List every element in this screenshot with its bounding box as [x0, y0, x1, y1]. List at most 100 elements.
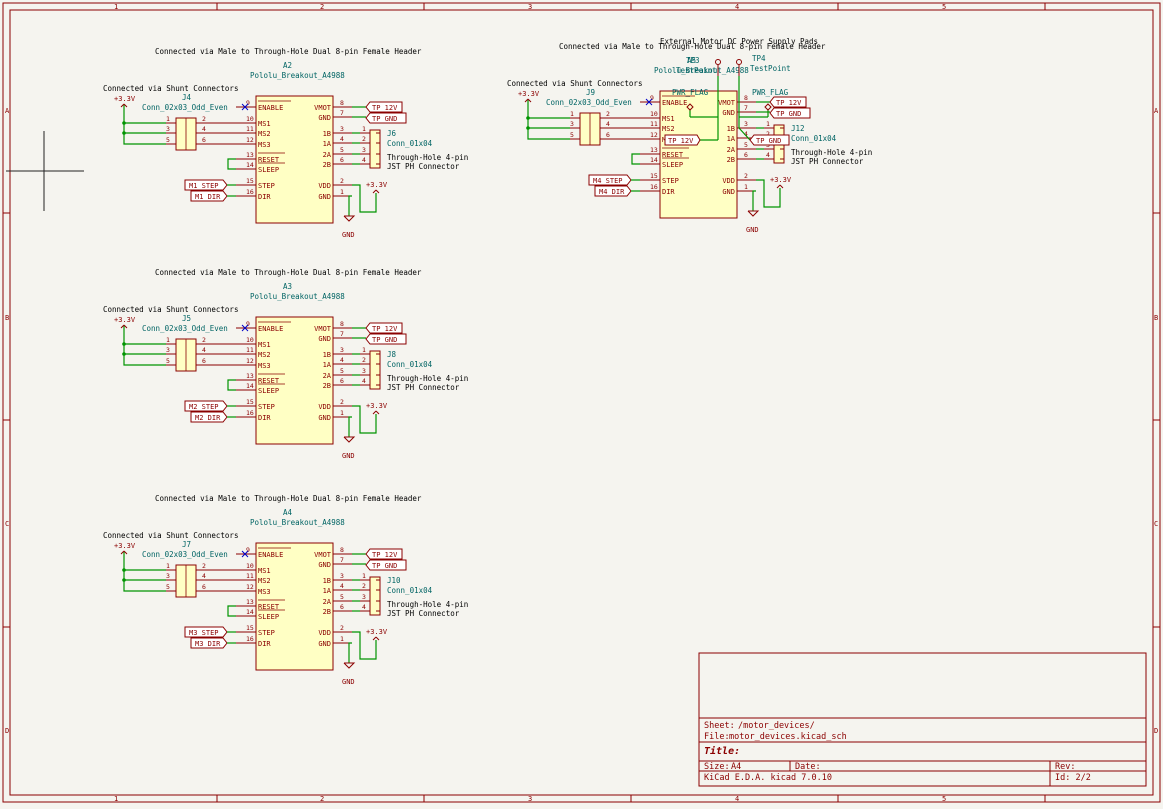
- pin-a2-name: 2A: [323, 598, 332, 606]
- pin-b2-name: 2B: [323, 382, 331, 390]
- vmot-net-label[interactable]: [365, 322, 403, 334]
- shunt-pin-2: 2: [606, 110, 610, 118]
- tp3-net-label[interactable]: [664, 134, 701, 146]
- tp3-net-text: TP_12V: [668, 137, 694, 145]
- driver-a2[interactable]: Connected via Male to Through-Hole Dual …: [103, 47, 468, 239]
- shunt-note: Connected via Shunt Connectors: [507, 79, 642, 88]
- conn-pin-2: 2: [362, 582, 366, 590]
- vmot-net-label[interactable]: [769, 96, 807, 108]
- frame-col-1-bottom: 1: [114, 795, 118, 803]
- pin-ms2-name: MS2: [258, 577, 271, 585]
- motor-connector[interactable]: [369, 576, 381, 616]
- pin-step-name: STEP: [258, 403, 275, 411]
- frame-row-D-right: D: [1154, 727, 1158, 735]
- pin-ms1-name: MS1: [258, 341, 271, 349]
- connector-value: Conn_01x04: [791, 134, 837, 143]
- driver-a5[interactable]: Connected via Male to Through-Hole Dual …: [507, 42, 872, 234]
- dir-net-label[interactable]: [594, 185, 632, 197]
- vmot-net-text: TP_12V: [372, 104, 398, 112]
- driver-body[interactable]: [255, 542, 334, 671]
- step-net-label[interactable]: [184, 400, 228, 412]
- pin-b2-num: 6: [340, 377, 344, 385]
- connector-desc-2: JST PH Connector: [387, 383, 460, 392]
- conn-pin-4: 4: [362, 156, 366, 164]
- conn-pin-4: 4: [362, 377, 366, 385]
- conn-pin-2: 2: [362, 135, 366, 143]
- connector-desc-1: Through-Hole 4-pin: [387, 153, 468, 162]
- tp4-net-text: TP_GND: [756, 137, 781, 145]
- shunt-pin-5: 5: [166, 136, 170, 144]
- pin-enable-num: 9: [246, 320, 250, 328]
- gnd-net-label[interactable]: [365, 559, 407, 571]
- pin-b2-num: 6: [340, 603, 344, 611]
- gnd-net-text: TP_GND: [372, 336, 397, 344]
- pin-a2-name: 2A: [323, 372, 332, 380]
- pin-gnd1-num: 7: [744, 104, 748, 112]
- reset-sleep-wire: [227, 379, 236, 391]
- conn-pin-4: 4: [362, 603, 366, 611]
- frame-row-A: A: [5, 107, 10, 115]
- conn-pin-3: 3: [362, 146, 366, 154]
- reset-sleep-wire: [227, 605, 236, 617]
- driver-a3[interactable]: Connected via Male to Through-Hole Dual …: [103, 268, 468, 460]
- pin-reset-num: 13: [246, 372, 254, 380]
- driver-value: Pololu_Breakout_A4988: [250, 292, 345, 301]
- pin-dir-num: 16: [246, 635, 254, 643]
- driver-body[interactable]: [659, 90, 738, 219]
- pin-reset-name: RESET: [258, 377, 280, 385]
- shunt-value: Conn_02x03_Odd_Even: [142, 103, 228, 112]
- driver-a4[interactable]: Connected via Male to Through-Hole Dual …: [103, 494, 468, 686]
- pin-a2-name: 2A: [323, 151, 332, 159]
- pin-dir-name: DIR: [662, 188, 675, 196]
- vdd-wire: [352, 184, 377, 213]
- gnd-net-label[interactable]: [365, 333, 407, 345]
- shunt-pin-5: 5: [166, 357, 170, 365]
- step-net-label[interactable]: [588, 174, 632, 186]
- shunt-value: Conn_02x03_Odd_Even: [142, 324, 228, 333]
- pin-vmot-num: 8: [340, 320, 344, 328]
- motor-connector[interactable]: [369, 129, 381, 169]
- title-block[interactable]: Sheet: /motor_devices/ File: motor_devic…: [698, 652, 1147, 787]
- tp3-pad[interactable]: [715, 59, 721, 65]
- shunt-power-wire: [123, 326, 166, 366]
- pin-vdd-num: 2: [340, 624, 344, 632]
- connector-desc-1: Through-Hole 4-pin: [387, 600, 468, 609]
- dir-net-label[interactable]: [190, 637, 228, 649]
- vmot-net-label[interactable]: [365, 548, 403, 560]
- pin-vdd-num: 2: [340, 177, 344, 185]
- conn-pin-3: 3: [362, 593, 366, 601]
- pin-ms1-num: 10: [246, 336, 254, 344]
- motor-connector[interactable]: [369, 350, 381, 390]
- pin-reset-name: RESET: [258, 603, 280, 611]
- driver-body[interactable]: [255, 316, 334, 445]
- vmot-net-label[interactable]: [365, 101, 403, 113]
- pin-dir-name: DIR: [258, 640, 271, 648]
- gnd-net-label[interactable]: [365, 112, 407, 124]
- tp3-ref: TP3: [686, 56, 700, 65]
- driver-ref: A4: [283, 508, 293, 517]
- conn-pin-1: 1: [766, 120, 770, 128]
- pin-a1-num: 4: [744, 130, 748, 138]
- pin-gnd2-num: 1: [340, 635, 344, 643]
- gnd-net-label[interactable]: [769, 107, 811, 119]
- driver-body[interactable]: [255, 95, 334, 224]
- power-pads[interactable]: External Motor DC Power Supply Pads TP3 …: [660, 37, 818, 146]
- dir-net-label[interactable]: [190, 411, 228, 423]
- gnd-wire: [348, 642, 352, 663]
- tp4-net-label[interactable]: [749, 134, 790, 146]
- tp4-pad[interactable]: [736, 59, 742, 65]
- shunt-note: Connected via Shunt Connectors: [103, 531, 238, 540]
- pin-step-name: STEP: [258, 182, 275, 190]
- frame-col-1: 1: [114, 3, 118, 11]
- tp4-value: TestPoint: [750, 64, 791, 73]
- tp3-pwr-flag: PWR_FLAG: [672, 88, 709, 97]
- step-net-label[interactable]: [184, 179, 228, 191]
- pin-gnd2-name: GND: [318, 193, 331, 201]
- pin-ms3-name: MS3: [258, 362, 271, 370]
- tb-sheet-value: /motor_devices/: [738, 721, 815, 731]
- dir-net-label[interactable]: [190, 190, 228, 202]
- step-net-label[interactable]: [184, 626, 228, 638]
- pin-a2-num: 5: [340, 367, 344, 375]
